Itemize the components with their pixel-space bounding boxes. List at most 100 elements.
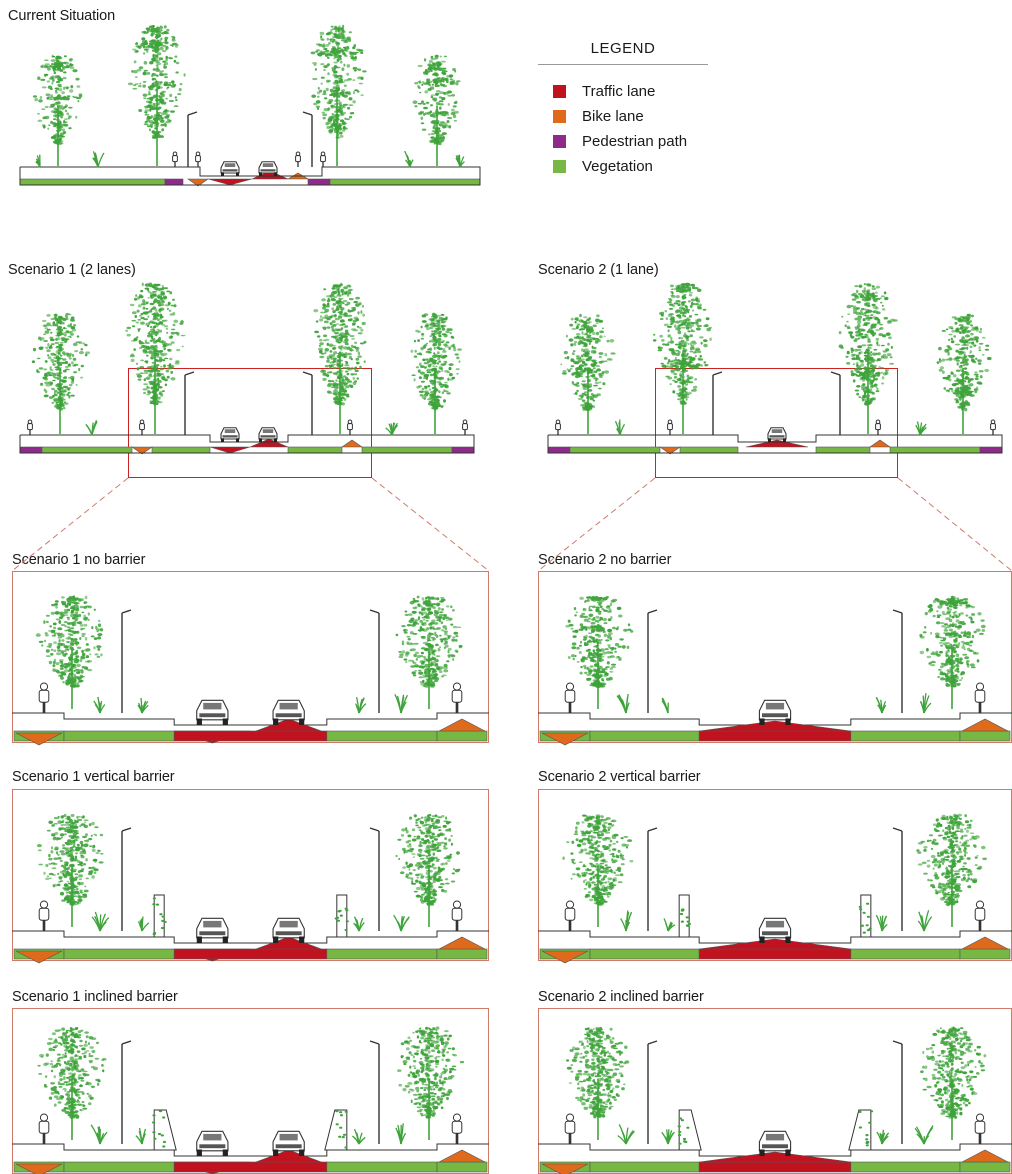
leaf [152,321,158,324]
leaf [47,356,52,360]
leaf [424,71,429,75]
leaf [422,358,426,362]
leaf [973,336,979,339]
leaf [877,352,881,356]
leaf [153,315,156,320]
cyclist-body [347,423,353,431]
leaf [32,95,38,98]
leaf [336,354,342,358]
overview-section-current [19,24,481,187]
leaf [327,72,330,76]
leaf [327,391,333,394]
leaf [859,311,864,316]
leaf [601,327,605,330]
vegetation-strip [815,446,871,454]
leaf [154,28,158,31]
leaf [320,311,326,314]
leaf [688,294,693,297]
leaf [415,658,418,661]
leaf [66,641,70,643]
leaf [58,331,62,334]
leaf [97,619,101,623]
leaf [335,284,340,288]
leaf [345,385,350,389]
leaf [338,32,343,36]
leaf [446,79,449,84]
leaf [863,299,868,302]
leaf [48,98,53,101]
leaf [588,343,591,345]
leaf [335,336,337,340]
leaf [77,680,83,683]
leaf [73,324,76,327]
leaf [144,360,149,363]
leaf [685,282,690,287]
leaf [426,368,432,372]
leaf [150,107,156,111]
car-wheel [236,172,239,176]
leaf [319,349,323,354]
leaf [143,71,147,75]
leaf [403,658,408,661]
leaf [874,374,877,377]
leaf [441,608,445,611]
leaf [352,90,356,95]
cyclist-head [347,419,353,425]
leaf [157,396,161,400]
leaf [75,649,78,652]
leaf [436,362,440,365]
leaf [340,402,345,406]
leaf [856,365,862,369]
leaf [452,658,455,661]
leaf [579,372,583,376]
s2-vertical-barrier-title: Scenario 2 vertical barrier [538,769,701,785]
leaf [572,372,576,375]
leaf [420,122,425,125]
leaf [51,63,56,66]
leaf [586,326,590,330]
leaf [424,385,428,389]
leaf [439,121,445,124]
leaf [695,364,698,367]
leaf [967,338,971,341]
leaf [126,326,132,329]
leaf [334,103,338,106]
leaf [171,80,175,84]
leaf [56,361,60,364]
leaf [156,46,159,49]
leaf [329,294,335,297]
leaf [68,352,73,356]
leaf [67,117,70,120]
leaf [430,321,434,325]
leaf [71,361,74,365]
shrub-blade [92,151,99,168]
leaf [864,314,868,317]
leaf [59,667,64,670]
leaf [432,361,437,365]
leaf [954,343,961,346]
leaf [52,622,57,626]
leaf [438,366,443,370]
leaf [326,37,329,41]
leaf [593,377,597,380]
leaf [54,87,59,90]
leaf [435,355,441,358]
leaf [582,338,587,341]
leaf [72,623,75,626]
leaf [62,358,67,361]
leaf [60,624,66,626]
leaf [424,647,429,652]
leaf [872,352,877,356]
leaf [882,308,886,311]
leaf [943,387,947,390]
leaf [357,68,362,71]
leaf [661,364,667,368]
leaf [872,378,878,381]
leaf [71,601,76,604]
leaf [61,614,64,617]
leaf [80,657,86,659]
cyclist-head [990,419,996,425]
leaf [880,366,884,369]
leaf [610,352,616,355]
leaf [866,283,872,287]
